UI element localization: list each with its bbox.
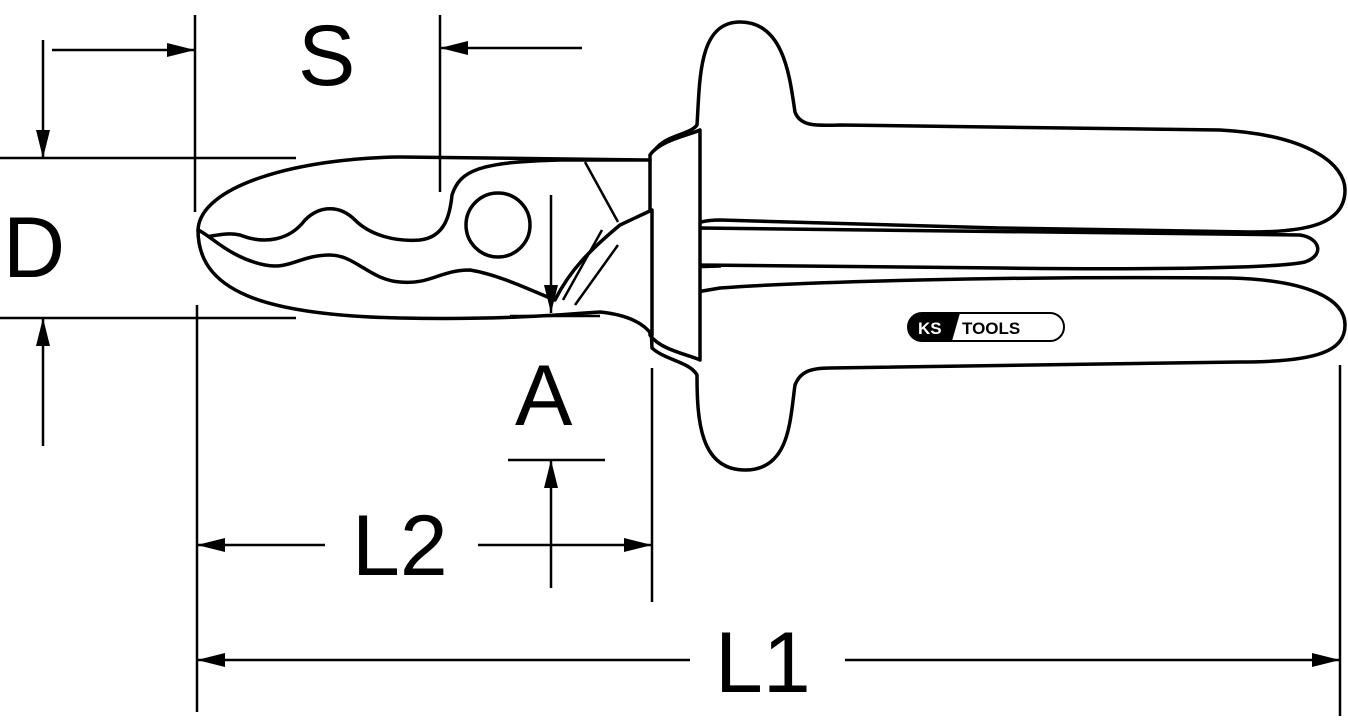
ks-tools-logo: KS TOOLS — [907, 312, 1065, 342]
label-l2: L2 — [352, 498, 448, 594]
dimension-l1: L1 — [197, 615, 1340, 711]
dimension-l2: L2 — [197, 498, 652, 594]
extension-lines — [0, 15, 1342, 716]
logo-text-ks: KS — [918, 319, 942, 338]
dimension-s: S — [52, 8, 582, 104]
upper-handle — [648, 20, 1347, 270]
jaw-detail-lines — [561, 161, 620, 306]
upper-jaw — [196, 155, 652, 243]
lower-handle — [648, 275, 1347, 472]
pivot-sleeve — [648, 128, 702, 362]
dimension-d: D — [3, 40, 65, 446]
pivot-hole — [464, 191, 532, 259]
label-l1: L1 — [715, 615, 811, 711]
label-a: A — [515, 348, 573, 444]
handle-slot — [681, 226, 1320, 271]
lower-jaw — [196, 208, 654, 337]
label-s: S — [298, 8, 355, 104]
logo-text-tools: TOOLS — [962, 319, 1020, 338]
label-d: D — [3, 200, 65, 296]
cable-cutter-drawing: KS TOOLS — [196, 20, 1347, 472]
dimension-a: A — [515, 195, 573, 588]
